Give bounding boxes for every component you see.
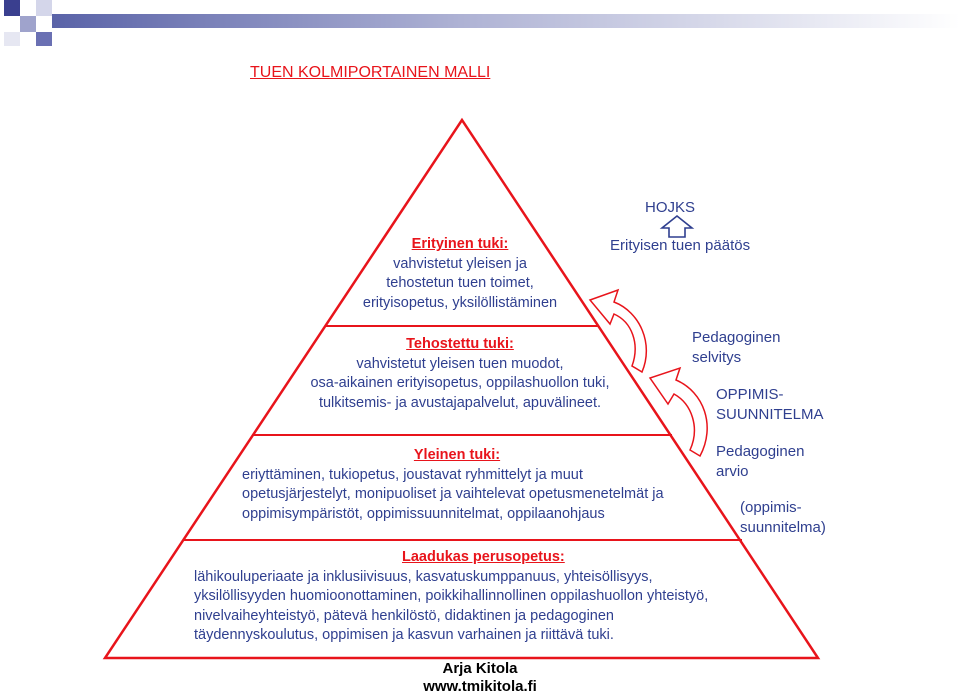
- label-line: SUUNNITELMA: [716, 406, 824, 423]
- level-line: eriyttäminen, tukiopetus, joustavat ryhm…: [242, 466, 583, 483]
- label-line: selvitys: [692, 349, 742, 366]
- level-yleinen-tuki: Yleinen tuki: eriyttäminen, tukiopetus, …: [242, 446, 712, 524]
- level-line: osa-aikainen erityisopetus, oppilashuoll…: [310, 375, 610, 391]
- level-line: nivelvaiheyhteistyö, pätevä henkilöstö, …: [194, 607, 614, 624]
- level-heading: Yleinen tuki:: [413, 447, 501, 463]
- label-line: arvio: [716, 463, 749, 480]
- label-oppimissuunnitelma: OPPIMIS- SUUNNITELMA: [716, 385, 824, 425]
- label-line: Pedagoginen: [692, 329, 781, 346]
- level-line: erityisopetus, yksilöllistäminen: [362, 294, 558, 311]
- author-website: www.tmikitola.fi: [423, 678, 537, 695]
- level-line: yksilöllisyyden huomioonottaminen, poikk…: [194, 588, 709, 604]
- pyramid-outline: [102, 117, 821, 660]
- level-erityinen-tuki: Erityinen tuki: vahvistetut yleisen ja t…: [340, 235, 580, 313]
- level-heading: Tehostettu tuki:: [406, 336, 514, 352]
- level-laadukas-perusopetus: Laadukas perusopetus: lähikouluperiaate …: [194, 548, 754, 646]
- label-line: suunnitelma): [740, 519, 826, 536]
- level-heading: Laadukas perusopetus:: [402, 549, 565, 565]
- level-line: opetusjärjestelyt, monipuoliset ja vaiht…: [242, 486, 664, 502]
- label-line: Pedagoginen: [716, 443, 805, 460]
- level-line: täydennyskoulutus, oppimisen ja kasvun v…: [194, 627, 614, 643]
- curved-arrow-icon-lower: [648, 366, 708, 458]
- header-banner: [4, 0, 960, 46]
- level-line: oppimisympäristöt, oppimissuunnitelmat, …: [242, 505, 605, 522]
- level-tehostettu-tuki: Tehostettu tuki: vahvistetut yleisen tue…: [290, 335, 630, 413]
- label-erityisen-tuen-paatos: Erityisen tuen päätös: [610, 237, 751, 254]
- level-line: vahvistetut yleisen ja: [393, 255, 527, 272]
- author-credit: Arja Kitola www.tmikitola.fi: [380, 660, 580, 696]
- level-line: lähikouluperiaate ja inklusiivisuus, kas…: [194, 568, 653, 585]
- label-oppimis-suunnitelma-note: (oppimis- suunnitelma): [740, 498, 826, 538]
- up-arrow-icon: [659, 214, 695, 238]
- level-heading: Erityinen tuki:: [411, 236, 509, 252]
- label-pedagoginen-selvitys: Pedagoginen selvitys: [692, 328, 780, 368]
- level-line: tehostetun tuen toimet,: [386, 275, 534, 291]
- label-line: (oppimis-: [740, 499, 802, 516]
- level-line: vahvistetut yleisen tuen muodot,: [356, 355, 564, 372]
- level-line: tulkitsemis- ja avustajapalvelut, apuväl…: [318, 394, 602, 411]
- author-name: Arja Kitola: [442, 660, 518, 677]
- page-title: TUEN KOLMIPORTAINEN MALLI: [250, 64, 491, 81]
- label-hojks: HOJKS: [645, 199, 696, 216]
- label-pedagoginen-arvio: Pedagoginen arvio: [716, 442, 804, 482]
- label-line: OPPIMIS-: [716, 386, 784, 403]
- curved-arrow-icon-upper: [588, 288, 647, 374]
